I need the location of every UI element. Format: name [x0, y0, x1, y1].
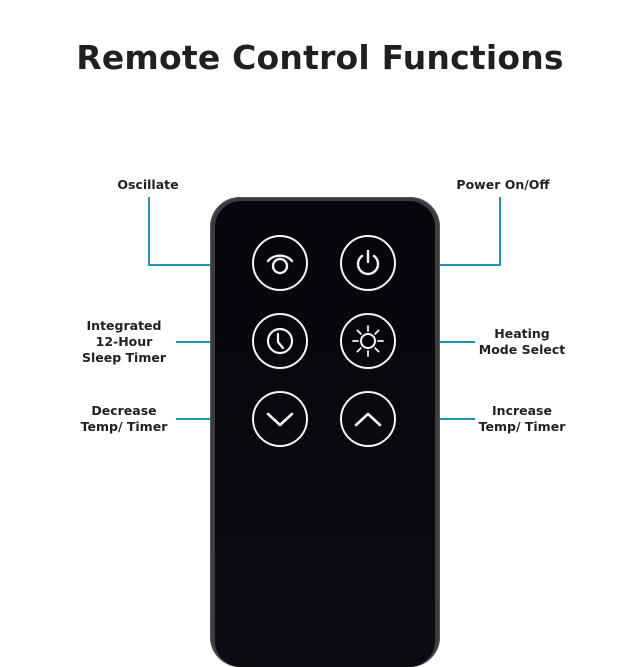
remote-control — [210, 197, 440, 667]
leader-line-oscillate — [148, 264, 232, 266]
remote-face — [215, 201, 435, 667]
label-line: Decrease — [91, 403, 157, 418]
leader-line-oscillate-vertical — [148, 197, 150, 265]
label-line: Mode Select — [478, 342, 566, 357]
oscillate-button[interactable] — [252, 235, 308, 291]
sleep-timer-button[interactable] — [252, 313, 308, 369]
leader-line-timer — [176, 341, 232, 343]
power-icon — [356, 249, 380, 276]
label-line: Increase — [492, 403, 552, 418]
chevron-up-icon — [354, 412, 382, 427]
label-line: 12-Hour — [95, 334, 153, 349]
label-power: Power On/Off — [456, 177, 550, 192]
label-line: Temp/ Timer — [80, 419, 168, 434]
oscillate-icon — [266, 254, 294, 275]
increase-button[interactable] — [340, 391, 396, 447]
heating-mode-button[interactable] — [340, 313, 396, 369]
leader-line-increase — [417, 418, 475, 420]
leader-line-decrease — [176, 418, 232, 420]
chevron-down-icon — [266, 412, 294, 427]
page-title: Remote Control Functions — [76, 38, 564, 77]
leader-line-power — [417, 264, 501, 266]
decrease-button[interactable] — [252, 391, 308, 447]
label-increase: Increase Temp/ Timer — [472, 403, 572, 435]
leader-line-power-vertical — [499, 197, 501, 265]
label-line: Integrated — [86, 318, 162, 333]
label-oscillate: Oscillate — [117, 177, 179, 192]
label-heating-mode: Heating Mode Select — [472, 326, 572, 358]
power-button[interactable] — [340, 235, 396, 291]
clock-icon — [266, 327, 294, 355]
label-sleep-timer: Integrated 12-Hour Sleep Timer — [74, 318, 174, 366]
label-decrease: Decrease Temp/ Timer — [74, 403, 174, 435]
label-line: Sleep Timer — [81, 350, 167, 365]
sun-icon — [352, 325, 384, 357]
leader-line-heating — [417, 341, 475, 343]
label-line: Temp/ Timer — [478, 419, 566, 434]
label-line: Heating — [494, 326, 550, 341]
